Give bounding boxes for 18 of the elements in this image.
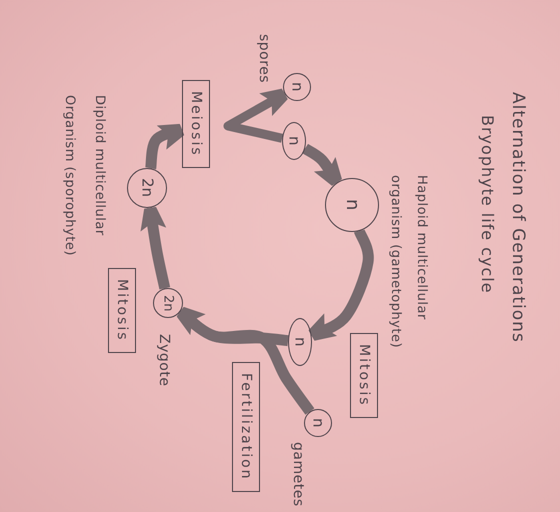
ploidy-oval: n (288, 318, 312, 366)
node-caption: Diploid multicellular Organism (sporophyte) (61, 95, 108, 258)
process-box: Meiosis (182, 80, 210, 168)
diagram-subtitle: Bryophyte life cycle (477, 115, 498, 294)
process-box: Fertilization (232, 362, 260, 492)
ploidy-circle: n (304, 409, 332, 437)
ploidy-circle: 2n (127, 168, 167, 208)
ploidy-circle: n (283, 73, 311, 101)
node-caption: spores (255, 34, 273, 84)
process-box: Mitosis (108, 268, 136, 353)
node-caption: Haploid multicellular organism (gametophyte) (387, 175, 430, 350)
diagram-title: Alternation of Generations (507, 92, 529, 343)
ploidy-oval: n (282, 122, 306, 160)
process-box: Mitosis (350, 333, 378, 418)
node-caption: gametes (289, 442, 307, 507)
ploidy-circle: n (325, 178, 379, 232)
node-caption: Zygote (155, 334, 173, 386)
ploidy-circle: 2n (153, 288, 183, 318)
